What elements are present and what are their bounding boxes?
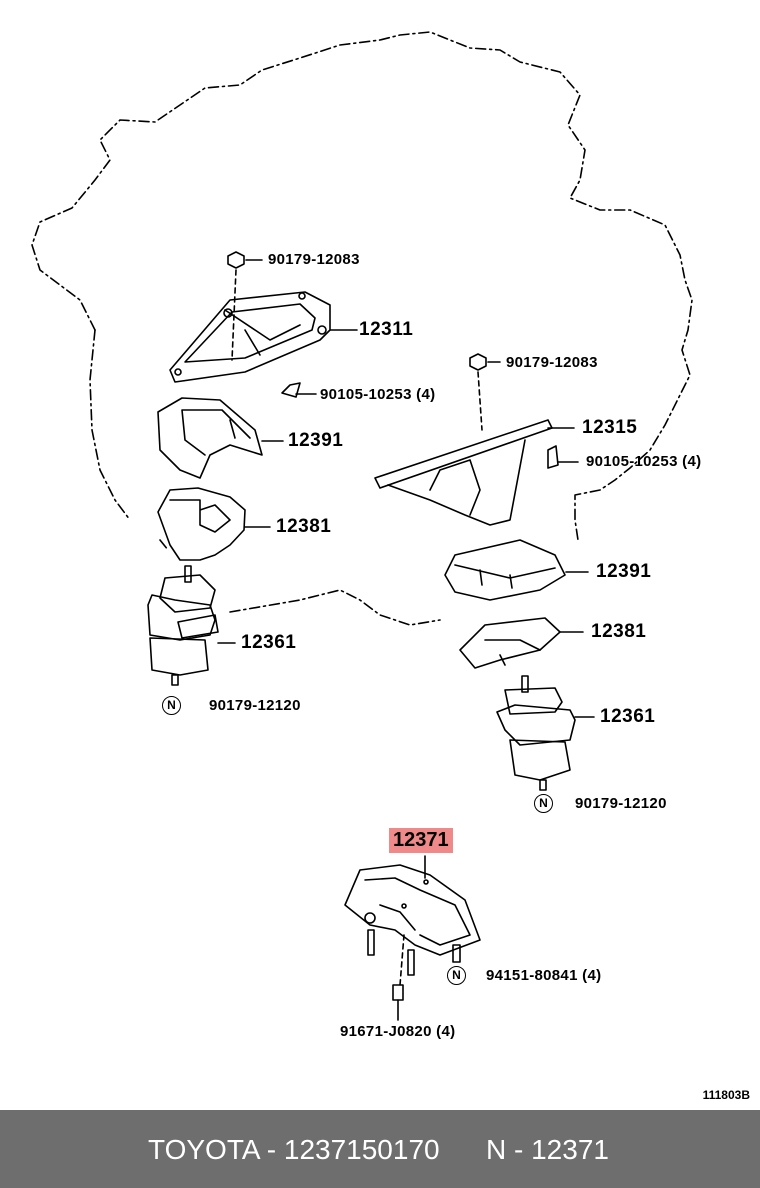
label-bracket-12315: 12315 <box>582 417 638 438</box>
bracket-12381-right <box>459 617 561 669</box>
label-mount-left: 12361 <box>241 632 297 653</box>
label-nut-right-bottom: 90179-12120 <box>575 795 667 812</box>
engine-outline-lower <box>89 329 441 626</box>
label-nut-left-bottom: 90179-12120 <box>209 697 301 714</box>
label-bolt-top-left: 90105-10253 (4) <box>320 386 436 403</box>
mount-12371 <box>344 864 481 956</box>
label-bolt-bottom-left: 91671-J0820 (4) <box>340 1023 456 1040</box>
label-nut-top-left: 90179-12083 <box>268 251 360 268</box>
bracket-12315 <box>374 419 553 489</box>
n-marker-bottom: N <box>447 966 466 985</box>
bracket-12381-left <box>157 487 246 561</box>
mount-12361-right <box>504 687 563 715</box>
diagram-reference-code: 111803B <box>702 1088 750 1102</box>
footer-bar: TOYOTA - 1237150170 N - 12371 <box>0 1110 760 1188</box>
footer-n-part: N - 12371 <box>486 1134 609 1165</box>
footer-brand-part-number: TOYOTA - 1237150170 <box>148 1134 440 1165</box>
insulator-12391-right <box>444 539 566 601</box>
label-highlighted-12371: 12371 <box>389 828 453 853</box>
label-insulator-right: 12391 <box>596 561 652 582</box>
label-bolt-bottom-right: 94151-80841 (4) <box>486 967 602 984</box>
engine-outline <box>31 31 693 541</box>
label-bolt-right-top: 90105-10253 (4) <box>586 453 702 470</box>
mount-12361-left <box>159 574 216 613</box>
n-marker-left: N <box>162 696 181 715</box>
label-bracket-left: 12381 <box>276 516 332 537</box>
label-bracket-right: 12381 <box>591 621 647 642</box>
label-insulator-left: 12391 <box>288 430 344 451</box>
insulator-12391-left <box>157 397 263 479</box>
n-marker-right: N <box>534 794 553 813</box>
engine-mount-diagram <box>31 31 693 1021</box>
label-nut-right-top: 90179-12083 <box>506 354 598 371</box>
label-mount-right: 12361 <box>600 706 656 727</box>
label-bracket-12311: 12311 <box>359 319 414 340</box>
